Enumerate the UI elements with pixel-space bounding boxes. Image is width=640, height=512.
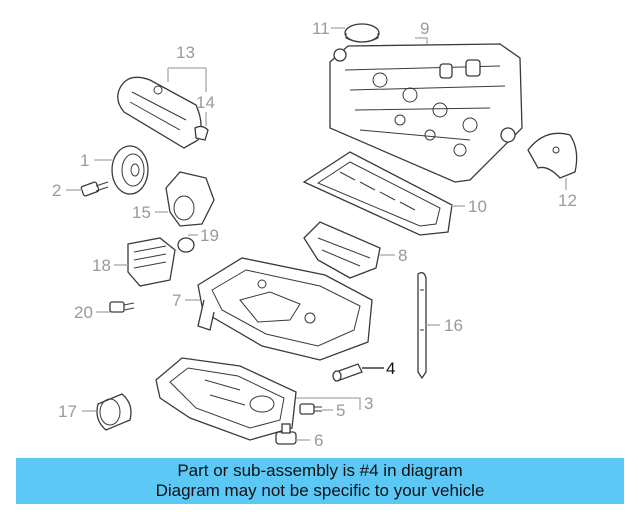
part-4-highlighted[interactable] [332, 363, 363, 382]
callout-9: 9 [420, 19, 429, 38]
callout-labels: 11 9 13 14 1 2 15 19 18 20 7 10 8 12 16 … [52, 19, 577, 450]
callout-4[interactable]: 4 [386, 359, 395, 378]
part-9-valve-cover[interactable] [329, 43, 523, 183]
part-5-sensor[interactable] [299, 403, 322, 415]
callout-18: 18 [92, 256, 111, 275]
callout-1: 1 [80, 151, 89, 170]
callout-7: 7 [172, 291, 181, 310]
callout-12: 12 [558, 191, 577, 210]
part-6-drain-plug[interactable] [275, 423, 297, 445]
part-17-oil-filter[interactable] [96, 393, 132, 431]
callout-8: 8 [398, 246, 407, 265]
part-3-lower-oil-pan[interactable] [155, 357, 297, 441]
banner-line-2: Diagram may not be specific to your vehi… [155, 481, 485, 500]
callout-10: 10 [468, 197, 487, 216]
callout-5: 5 [336, 401, 345, 420]
part-18-oil-cooler[interactable] [127, 237, 176, 287]
part-12-shield[interactable] [527, 132, 578, 179]
callout-6: 6 [314, 431, 323, 450]
part-11-oil-cap[interactable] [344, 23, 380, 43]
part-2-bolt[interactable] [80, 181, 109, 197]
part-15-seal-housing[interactable] [165, 171, 215, 227]
callout-20: 20 [74, 303, 93, 322]
leader-lines [66, 27, 567, 441]
callout-14: 14 [196, 93, 215, 112]
part-7-upper-oil-pan[interactable] [197, 257, 373, 361]
part-13-timing-cover[interactable] [117, 76, 202, 149]
part-20-bolt[interactable] [109, 301, 135, 313]
part-14-clip[interactable] [194, 125, 209, 141]
callout-17: 17 [58, 402, 77, 421]
part-19-oring[interactable] [177, 237, 195, 253]
part-1-pulley[interactable] [111, 145, 149, 195]
callout-13: 13 [176, 43, 195, 62]
callout-2: 2 [52, 181, 61, 200]
part-16-dipstick[interactable] [417, 272, 427, 380]
part-10-gasket[interactable] [302, 151, 453, 236]
info-banner: Part or sub-assembly is #4 in diagram Di… [16, 458, 624, 504]
part-8-baffle[interactable] [303, 221, 381, 279]
callout-16: 16 [444, 316, 463, 335]
callout-19: 19 [200, 226, 219, 245]
parts-diagram: 11 9 13 14 1 2 15 19 18 20 7 10 8 12 16 … [52, 19, 578, 450]
callout-11: 11 [312, 19, 330, 38]
banner-line-1: Part or sub-assembly is #4 in diagram [177, 461, 463, 480]
callout-15: 15 [132, 203, 151, 222]
callout-3: 3 [364, 394, 373, 413]
